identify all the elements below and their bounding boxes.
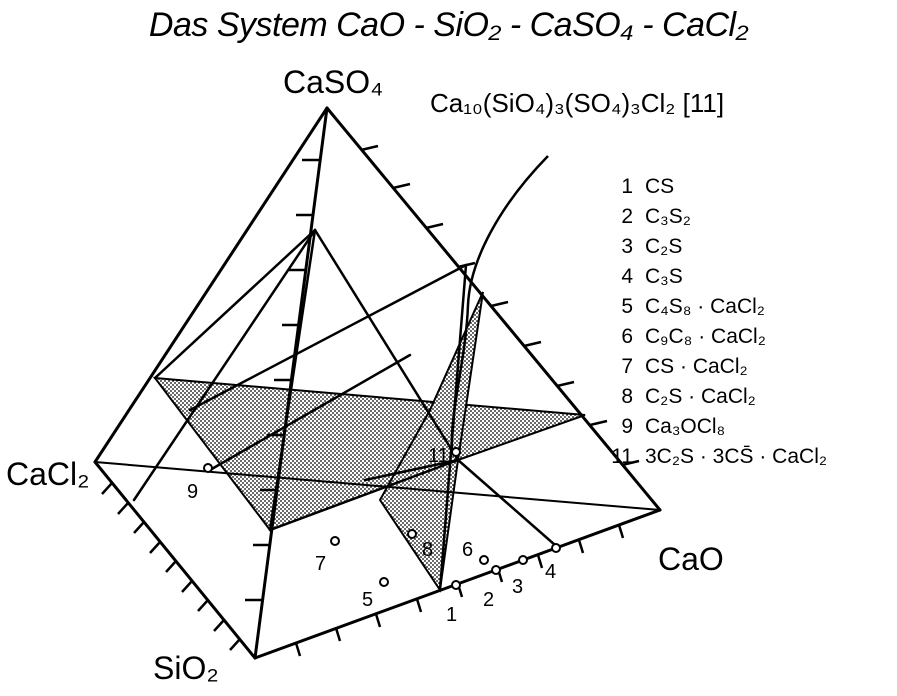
interior-line-a [153, 228, 317, 380]
interior-line-b [313, 228, 460, 462]
edge-caso4-cacl2 [93, 106, 329, 464]
vertex-label-cao: CaO [658, 541, 724, 577]
edge-cacl2-sio2 [93, 460, 257, 660]
interior-line-c [268, 228, 317, 532]
point-label-7: 7 [315, 553, 327, 575]
interior-line-h [363, 458, 460, 482]
point-6 [479, 555, 489, 565]
point-3 [518, 555, 528, 565]
interior-line-j [268, 458, 460, 532]
interior-line-d [208, 353, 412, 472]
edge-cacl2-cao [94, 461, 661, 511]
compound-formula: Ca₁₀(SiO₄)₃(SO₄)₃Cl₂ [11] [430, 88, 725, 118]
point-5 [379, 577, 389, 587]
point-8 [407, 529, 417, 539]
edge-ticks [101, 144, 640, 657]
point-label-2: 2 [483, 589, 495, 611]
point-label-9: 9 [187, 481, 199, 503]
point-label-4: 4 [545, 561, 557, 583]
point-9 [203, 463, 213, 473]
point-label-5: 5 [362, 589, 374, 611]
point-label-6: 6 [462, 539, 474, 561]
edge-caso4-cao [325, 106, 662, 512]
diagram-title: Das System CaO - SiO₂ - CaSO₄ - CaCl₂ [148, 6, 749, 44]
vertex-label-sio2: SiO₂ [153, 650, 219, 686]
vertex-label-caso4: CaSO₄ [283, 64, 384, 100]
shaded-plane-horizontal [152, 376, 586, 532]
interior-line-e [188, 263, 468, 412]
formula-pointer-curve [450, 155, 549, 451]
point-label-1: 1 [446, 604, 458, 626]
point-label-11: 11 [428, 445, 449, 467]
point-label-8: 8 [422, 539, 434, 561]
vertex-label-cacl2: CaCl₂ [6, 456, 90, 492]
interior-line-i [132, 228, 317, 502]
point-1 [451, 580, 461, 590]
point-label-3: 3 [512, 576, 524, 598]
point-11 [451, 447, 461, 457]
point-4 [551, 543, 561, 553]
point-7 [330, 536, 340, 546]
point-2 [491, 565, 501, 575]
interior-line-g [456, 458, 557, 547]
